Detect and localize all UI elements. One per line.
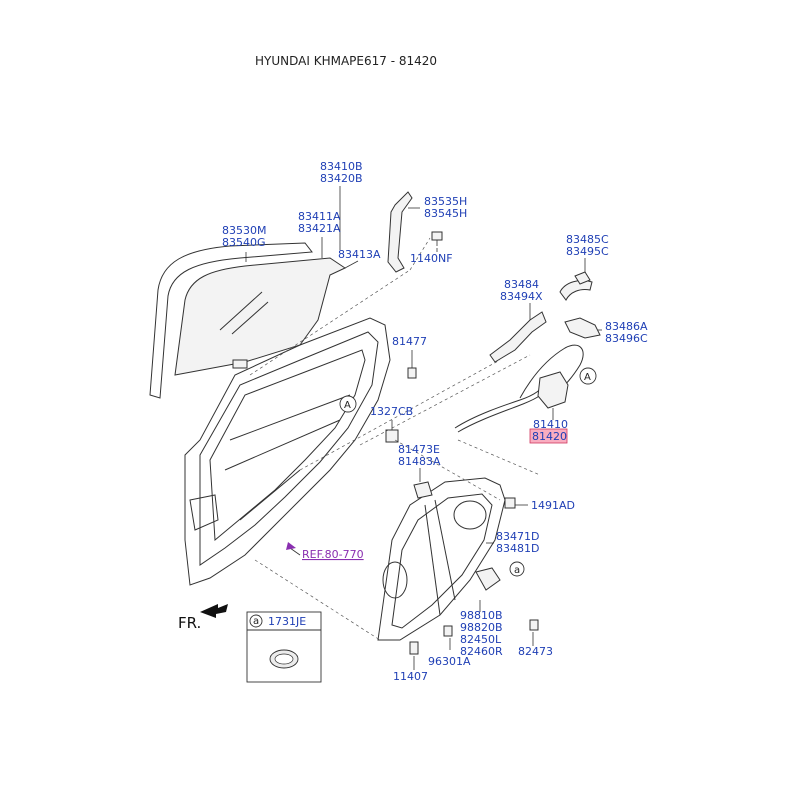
- reference-circle-a-frame-label: A: [344, 400, 351, 411]
- label-98820b[interactable]: 98820B: [460, 621, 503, 634]
- label-83481d[interactable]: 83481D: [496, 542, 539, 555]
- label-82450l[interactable]: 82450L: [460, 633, 502, 646]
- label-83411a[interactable]: 83411A: [298, 210, 341, 223]
- label-83485c[interactable]: 83485C: [566, 233, 609, 246]
- reference-circle-a-frame: [339, 395, 357, 413]
- label-83530m[interactable]: 83530M: [222, 224, 266, 237]
- diagram-title: HYUNDAI KHMAPE617 - 81420: [255, 54, 437, 68]
- rear-sash-channel: [387, 191, 443, 273]
- label-83495c[interactable]: 83495C: [566, 245, 609, 258]
- label-81477[interactable]: 81477: [392, 335, 427, 348]
- label-82473[interactable]: 82473: [518, 645, 553, 658]
- label-1140nf[interactable]: 1140NF: [410, 252, 453, 265]
- guide-lines: [249, 237, 541, 641]
- leader-lines: [245, 186, 602, 670]
- legend-box: a 1731JE: [246, 611, 322, 683]
- label-83484[interactable]: 83484: [504, 278, 539, 291]
- door-latch-assembly: [454, 344, 584, 433]
- label-83420b[interactable]: 83420B: [320, 172, 363, 185]
- door-glass-assembly: [149, 242, 347, 399]
- label-83535h[interactable]: 83535H: [424, 195, 467, 208]
- handle-base: [489, 311, 601, 363]
- front-arrow-icon: [200, 604, 228, 618]
- label-83494x[interactable]: 83494X: [500, 290, 543, 303]
- reference-circle-a-latch: [579, 367, 597, 385]
- label-83545h[interactable]: 83545H: [424, 207, 467, 220]
- door-module-panel: [377, 477, 506, 641]
- label-81483a[interactable]: 81483A: [398, 455, 441, 468]
- legend-part-number[interactable]: 1731JE: [268, 615, 306, 628]
- ref-arrow-icon: [286, 542, 296, 550]
- label-81473e[interactable]: 81473E: [398, 443, 440, 456]
- label-96301a[interactable]: 96301A: [428, 655, 471, 668]
- label-83496c[interactable]: 83496C: [605, 332, 648, 345]
- label-83413a[interactable]: 83413A: [338, 248, 381, 261]
- label-1327cb[interactable]: 1327CB: [370, 405, 413, 418]
- highlight-81420: [529, 428, 568, 444]
- front-direction-label: FR.: [178, 614, 201, 632]
- label-81420[interactable]: 81420: [532, 430, 567, 443]
- label-83421a[interactable]: 83421A: [298, 222, 341, 235]
- label-98810b[interactable]: 98810B: [460, 609, 503, 622]
- label-83486a[interactable]: 83486A: [605, 320, 648, 333]
- label-82460r[interactable]: 82460R: [460, 645, 503, 658]
- label-83540g[interactable]: 83540G: [222, 236, 266, 249]
- label-83410b[interactable]: 83410B: [320, 160, 363, 173]
- legend-key: a: [253, 616, 259, 627]
- reference-circle-a-lower: [509, 561, 525, 577]
- label-1491ad[interactable]: 1491AD: [531, 499, 575, 512]
- door-panel-frame: [184, 317, 391, 586]
- label-83471d[interactable]: 83471D: [496, 530, 539, 543]
- reference-circle-a-lower-label: a: [514, 565, 520, 576]
- outside-handle: [559, 271, 593, 301]
- ref-link[interactable]: REF.80-770: [302, 548, 364, 561]
- label-81410[interactable]: 81410: [533, 418, 568, 431]
- label-11407[interactable]: 11407: [393, 670, 428, 683]
- reference-circle-a-latch-label: A: [584, 372, 591, 383]
